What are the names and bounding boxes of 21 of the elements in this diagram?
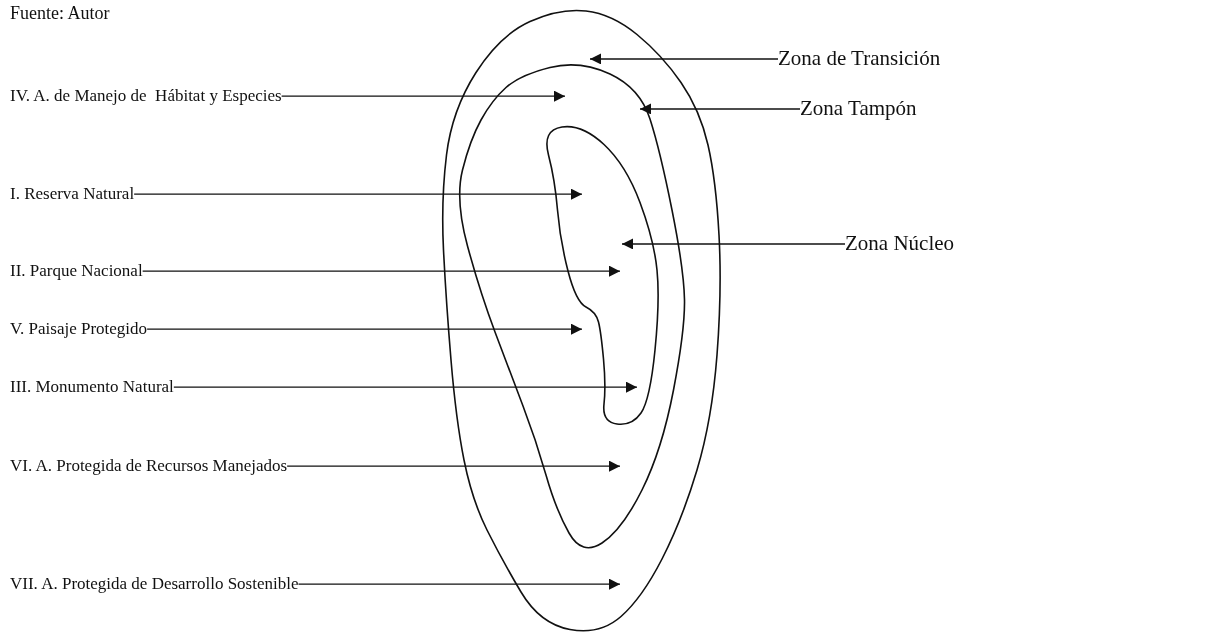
category-label: V. Paisaje Protegido xyxy=(10,319,148,339)
leader-arrow xyxy=(280,90,566,102)
category-label: III. Monumento Natural xyxy=(10,377,174,397)
category-label: I. Reserva Natural xyxy=(10,184,135,204)
leader-arrow xyxy=(173,381,638,393)
leader-arrow xyxy=(589,53,779,65)
source-note: Fuente: Autor xyxy=(10,4,110,24)
leader-arrow xyxy=(286,460,621,472)
zone-label: Zona Tampón xyxy=(800,97,917,121)
category-label: VII. A. Protegida de Desarrollo Sostenible xyxy=(10,574,299,594)
zone-label: Zona de Transición xyxy=(778,47,941,71)
leader-arrow xyxy=(297,578,621,590)
category-label: VI. A. Protegida de Recursos Manejados xyxy=(10,456,288,476)
leader-arrow xyxy=(639,103,801,115)
leader-arrow xyxy=(133,188,583,200)
category-label: II. Parque Nacional xyxy=(10,261,143,281)
leader-arrow xyxy=(141,265,621,277)
zone-label: Zona Núcleo xyxy=(845,232,955,256)
leader-arrow xyxy=(621,238,846,250)
leader-arrow xyxy=(146,323,583,335)
category-label: IV. A. de Manejo de Hábitat y Especies xyxy=(10,86,282,106)
